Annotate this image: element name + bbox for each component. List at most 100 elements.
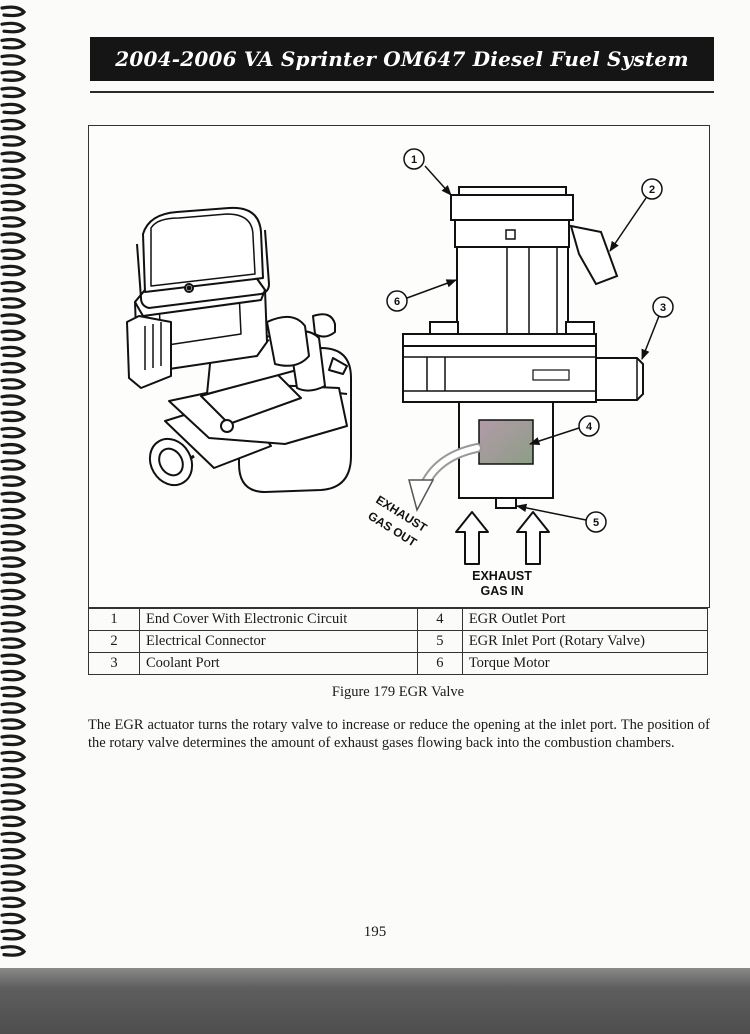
spiral-coil	[0, 70, 27, 82]
spiral-coil	[0, 799, 27, 811]
legend-item-number: 4	[416, 608, 463, 631]
spiral-coil	[0, 183, 27, 196]
spiral-coil	[0, 928, 27, 941]
spiral-coil	[0, 718, 27, 730]
spiral-coil	[0, 280, 27, 293]
spiral-coil	[0, 588, 27, 601]
spiral-coil	[0, 815, 27, 828]
spiral-coil	[0, 361, 27, 374]
spiral-coil	[0, 442, 27, 455]
exhaust-gas-in-label: EXHAUST GAS IN	[472, 569, 532, 598]
spiral-coil	[0, 750, 27, 763]
spiral-coil	[0, 378, 27, 390]
svg-text:6: 6	[394, 296, 400, 308]
legend-item-number: 6	[416, 652, 463, 675]
legend-item-number: 2	[88, 630, 140, 653]
spiral-coil	[0, 637, 27, 649]
spiral-coil	[0, 86, 27, 99]
legend-item-description: End Cover With Electronic Circuit	[139, 608, 418, 631]
legend-item-description: Torque Motor	[461, 652, 709, 675]
spiral-coil	[0, 945, 27, 957]
spiral-coil	[0, 216, 27, 228]
spiral-coil	[0, 864, 27, 876]
spiral-coil	[0, 621, 27, 633]
spiral-coil	[0, 410, 27, 423]
spiral-coil	[0, 151, 27, 163]
spiral-coil	[0, 21, 27, 34]
spiral-coil	[0, 880, 27, 892]
svg-text:2: 2	[649, 184, 655, 196]
egr-valve-3d-illustration	[126, 206, 352, 493]
legend-item-number: 5	[416, 630, 463, 653]
svg-text:1: 1	[411, 154, 417, 166]
legend-item-number: 3	[88, 652, 140, 675]
spiral-coil	[0, 783, 27, 795]
spiral-coil	[0, 426, 27, 439]
spiral-coil	[0, 329, 27, 342]
figure-caption: Figure 179 EGR Valve	[331, 684, 465, 700]
spiral-coil	[0, 199, 27, 212]
spiral-coil	[0, 394, 27, 406]
legend-item-description: EGR Outlet Port	[461, 608, 709, 631]
spiral-coil	[0, 653, 27, 666]
spiral-coil	[0, 896, 27, 909]
spiral-coil	[0, 847, 27, 860]
callout-4: 4	[578, 415, 600, 437]
spiral-coil	[0, 507, 27, 520]
exhaust-gas-in-arrows	[455, 511, 550, 565]
svg-text:5: 5	[593, 517, 599, 529]
spiral-coil	[0, 264, 27, 277]
spiral-coil	[0, 702, 27, 714]
egr-valve-schematic	[402, 186, 644, 509]
callout-2: 2	[641, 178, 663, 200]
header-rule	[90, 91, 714, 93]
page-header-title: 2004-2006 VA Sprinter OM647 Diesel Fuel …	[90, 37, 714, 81]
spiral-coil	[0, 475, 27, 487]
spiral-coil	[0, 135, 27, 147]
spiral-coil	[0, 556, 27, 568]
spiral-coil	[0, 54, 27, 66]
spiral-coil	[0, 345, 27, 358]
legend-item-description: EGR Inlet Port (Rotary Valve)	[461, 630, 709, 653]
spiral-coil	[0, 540, 27, 552]
spiral-coil	[0, 766, 27, 779]
body-paragraph: The EGR actuator turns the rotary valve …	[88, 717, 710, 751]
callout-5: 5	[585, 511, 607, 533]
svg-text:3: 3	[660, 302, 666, 314]
page-number: 195	[363, 924, 387, 940]
spiral-coil	[0, 523, 27, 536]
svg-text:4: 4	[586, 421, 593, 433]
spiral-coil	[0, 167, 27, 180]
callout-3: 3	[652, 296, 674, 318]
spiral-coil	[0, 232, 27, 244]
svg-text:GAS IN: GAS IN	[480, 584, 523, 598]
spiral-coil	[0, 831, 27, 844]
callout-1: 1	[403, 148, 425, 170]
callout-6: 6	[386, 290, 408, 312]
spiral-binding	[0, 5, 27, 957]
egr-valve-diagram: 1 2 3 4 5 6 EXH	[126, 148, 674, 598]
callout-leaders	[406, 165, 660, 521]
manual-page: 2004-2006 VA Sprinter OM647 Diesel Fuel …	[0, 0, 750, 968]
egr-valve-figure: 1 2 3 4 5 6 EXH	[88, 125, 710, 608]
svg-text:EXHAUST: EXHAUST	[472, 569, 532, 583]
exhaust-gas-out-arrow	[408, 443, 482, 513]
spiral-coil	[0, 297, 27, 309]
spiral-coil	[0, 102, 27, 115]
spiral-coil	[0, 118, 27, 131]
page-bottom-shadow	[0, 968, 750, 1034]
spiral-coil	[0, 572, 27, 585]
spiral-coil	[0, 5, 27, 18]
spiral-coil	[0, 248, 27, 261]
spiral-coil	[0, 669, 27, 682]
spiral-coil	[0, 912, 27, 925]
spiral-coil	[0, 313, 27, 325]
spiral-coil	[0, 685, 27, 698]
spiral-coil	[0, 491, 27, 504]
legend-item-description: Coolant Port	[139, 652, 418, 675]
legend-item-description: Electrical Connector	[139, 630, 418, 653]
spiral-coil	[0, 734, 27, 747]
